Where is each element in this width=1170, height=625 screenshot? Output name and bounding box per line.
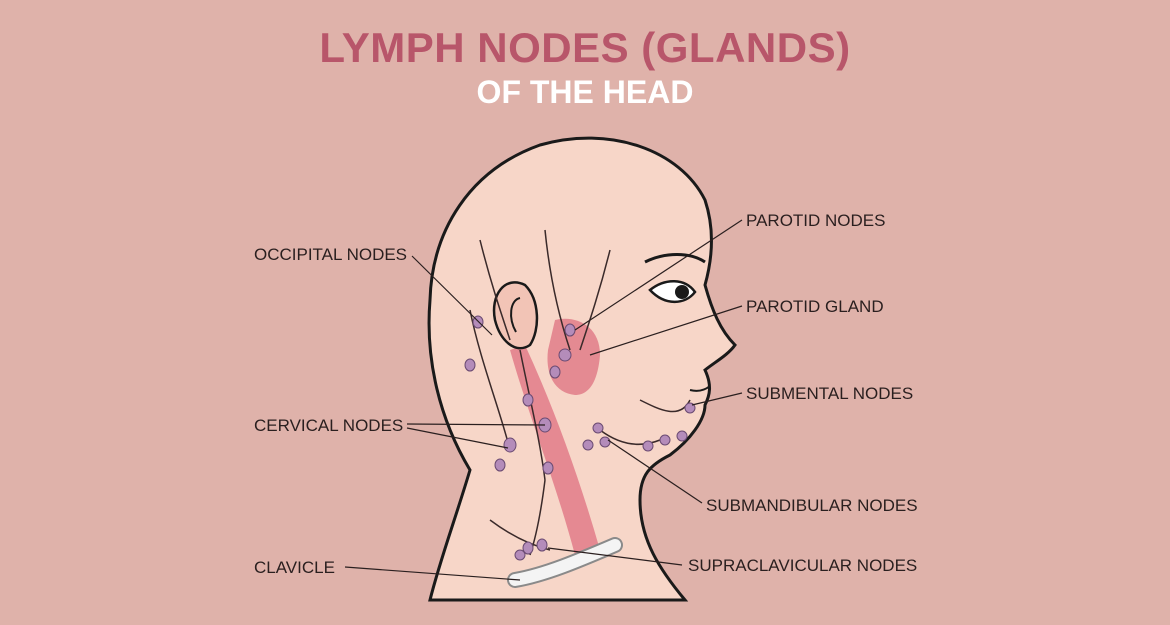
eye-iris	[675, 285, 689, 299]
eyebrow	[644, 253, 706, 264]
label-occipital-nodes: OCCIPITAL NODES	[254, 245, 408, 264]
mouth	[689, 385, 711, 392]
clavicle-bone-inner	[509, 539, 621, 586]
label-supraclavicular-nodes: SUPRACLAVICULAR NODES	[688, 556, 918, 575]
parotid-gland-shape	[547, 318, 600, 395]
diagram-subtitle: OF THE HEAD	[476, 74, 694, 110]
label-parotid-nodes: PAROTID NODES	[746, 211, 886, 230]
label-cervical-nodes: CERVICAL NODES	[254, 416, 404, 435]
ear-shape	[492, 281, 539, 350]
label-clavicle: CLAVICLE	[254, 558, 335, 577]
leader-lines	[344, 219, 743, 581]
ear-inner	[510, 297, 521, 333]
label-submental-nodes: SUBMENTAL NODES	[746, 384, 914, 403]
label-submandibular-nodes: SUBMANDIBULAR NODES	[706, 496, 918, 515]
label-parotid-gland: PAROTID GLAND	[746, 297, 884, 316]
diagram-title: LYMPH NODES (GLANDS)	[319, 24, 851, 71]
